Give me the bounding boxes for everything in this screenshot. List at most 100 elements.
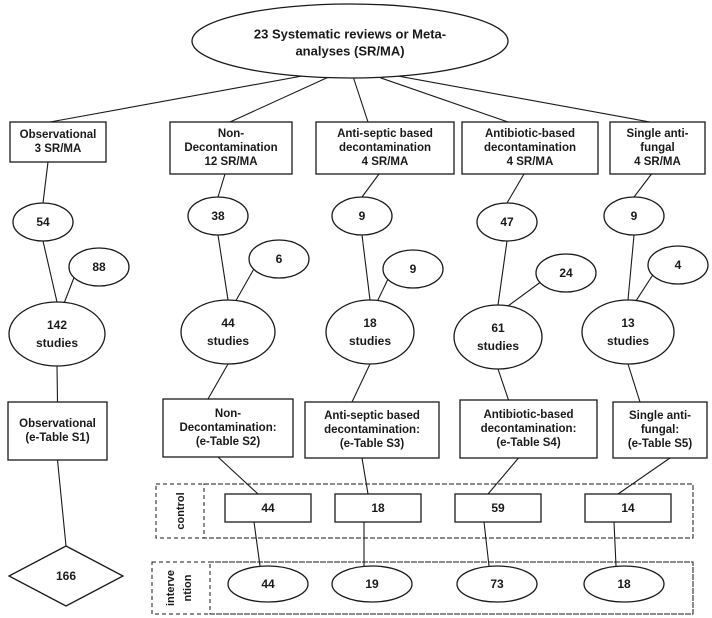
- total-studies-ellipse-2: [180, 299, 276, 365]
- edge-table-to-control-1: [217, 456, 259, 495]
- control-value-1: 44: [261, 501, 275, 515]
- total-studies-4-line-2: studies: [477, 339, 519, 353]
- total-studies-2-line-1: 44: [221, 316, 235, 330]
- total-studies-3-line-2: studies: [349, 334, 391, 348]
- e-table-box-1-text-line-1: Observational: [19, 418, 96, 430]
- control-dashed-inner: [203, 483, 694, 539]
- edge-first-to-total-3: [361, 234, 371, 301]
- root-ellipse: [191, 3, 509, 79]
- edge-table-to-control-3: [487, 457, 519, 495]
- control-value-4: 14: [621, 501, 635, 515]
- e-table-box-1-text-line-2: (e-Table S1): [25, 432, 89, 444]
- e-table-box-2-text-line-1: Non-: [215, 408, 241, 420]
- e-table-box-5: [612, 401, 708, 459]
- edge-total-to-table-1: [56, 365, 59, 403]
- category-box-3-text-line-2: decontamination: [339, 142, 431, 154]
- edge-control-to-intervention-1: [253, 521, 261, 567]
- observational-result: 166: [7, 545, 125, 607]
- root-node: 23 Systematic reviews or Meta- analyses …: [191, 3, 509, 79]
- category-box-3: [315, 121, 455, 175]
- edge-category-to-first-3: [361, 173, 380, 198]
- added-count-ellipse-2: [248, 239, 310, 279]
- edge-table-to-result: [56, 459, 67, 547]
- e-table-box-3: [304, 401, 440, 459]
- edge-added-to-total-5: [633, 272, 655, 305]
- total-studies-2-line-2: studies: [207, 334, 249, 348]
- first-count-ellipse-3: [331, 196, 393, 236]
- added-count-4: 24: [559, 266, 573, 280]
- edge-total-to-table-5: [627, 363, 641, 403]
- category-box-5-text-line-1: Single anti-: [627, 128, 689, 140]
- category-box-5: [609, 121, 706, 175]
- first-count-1: 54: [36, 215, 50, 229]
- category-box-2-text-line-1: Non-: [218, 128, 244, 140]
- category-box-1-text-line-1: Observational: [20, 129, 97, 141]
- edge-total-to-table-2: [207, 363, 229, 400]
- control-value-2: 18: [371, 501, 385, 515]
- control-box-1: [224, 493, 312, 523]
- category-box-2-text-line-3: 12 SR/MA: [204, 156, 257, 168]
- intervention-node-2: 19: [331, 565, 413, 603]
- control-box-3: [454, 493, 542, 523]
- e-table-box-4-text-line-1: Antibiotic-based: [483, 409, 573, 421]
- intervention-ellipse-2: [331, 565, 413, 603]
- edge-first-to-total-1: [42, 240, 58, 303]
- e-table-box-3-text-line-2: decontamination:: [324, 424, 420, 436]
- intervention-value-4: 18: [617, 577, 631, 591]
- edge-first-to-total-2: [217, 234, 229, 301]
- total-studies-ellipse-3: [325, 299, 415, 365]
- first-count-ellipse-5: [603, 196, 665, 236]
- root-title-line2: analyses (SR/MA): [295, 44, 404, 59]
- control-node-1: 44: [224, 493, 312, 523]
- total-studies-1-line-2: studies: [36, 336, 78, 350]
- intervention-ellipse-1: [227, 565, 309, 603]
- intervention-value-3: 73: [490, 577, 504, 591]
- intervention-node-3: 73: [456, 565, 538, 603]
- control-box-2: [334, 493, 422, 523]
- e-table-box-5-text-line-2: fungal:: [641, 424, 679, 436]
- total-studies-4-line-1: 61: [491, 321, 505, 335]
- intervention-value-2: 19: [365, 577, 379, 591]
- first-count-2: 38: [211, 209, 225, 223]
- edge-category-to-first-2: [217, 173, 226, 198]
- connector-lines: [42, 69, 671, 567]
- added-count-ellipse-5: [647, 245, 709, 285]
- intervention-node-1: 44: [227, 565, 309, 603]
- added-count-ellipse-4: [535, 253, 597, 293]
- added-count-ellipse-3: [382, 249, 444, 289]
- edge-category-to-first-4: [506, 173, 525, 204]
- first-count-4: 47: [500, 215, 514, 229]
- category-box-3-text-line-1: Anti-septic based: [337, 128, 433, 140]
- e-table-box-1: [7, 401, 108, 461]
- first-count-ellipse-4: [476, 202, 538, 242]
- added-count-5: 4: [675, 258, 682, 272]
- edge-total-to-table-4: [497, 368, 510, 401]
- edge-control-to-intervention-3: [483, 521, 490, 567]
- category-box-2-text-line-2: Decontamination: [184, 142, 277, 154]
- category-box-2: [169, 121, 293, 175]
- category-box-1: [9, 121, 107, 163]
- edge-table-to-control-4: [617, 457, 671, 495]
- control-value-3: 59: [491, 501, 505, 515]
- e-table-box-3-text-line-3: (e-Table S3): [340, 438, 404, 450]
- e-table-box-4-text-line-2: decontamination:: [481, 423, 577, 435]
- total-studies-ellipse-1: [8, 301, 106, 367]
- added-count-1: 88: [92, 260, 106, 274]
- category-box-5-text-line-2: fungal: [640, 142, 675, 154]
- edge-added-to-total-2: [233, 266, 256, 305]
- edge-root-to-category-5: [364, 69, 651, 123]
- category-box-4-text-line-1: Antibiotic-based: [485, 128, 575, 140]
- e-table-box-2-text-line-2: Decontamination:: [179, 422, 276, 434]
- added-count-2: 6: [276, 252, 283, 266]
- dashed-group-control: control: [155, 483, 694, 539]
- edge-added-to-total-1: [62, 274, 76, 307]
- intervention-dashed-inner: [209, 561, 694, 615]
- total-studies-5-line-2: studies: [607, 334, 649, 348]
- e-table-box-3-text-line-1: Anti-septic based: [324, 410, 420, 422]
- e-table-box-4: [459, 399, 598, 459]
- total-studies-ellipse-5: [581, 299, 675, 365]
- edge-first-to-total-4: [497, 240, 508, 306]
